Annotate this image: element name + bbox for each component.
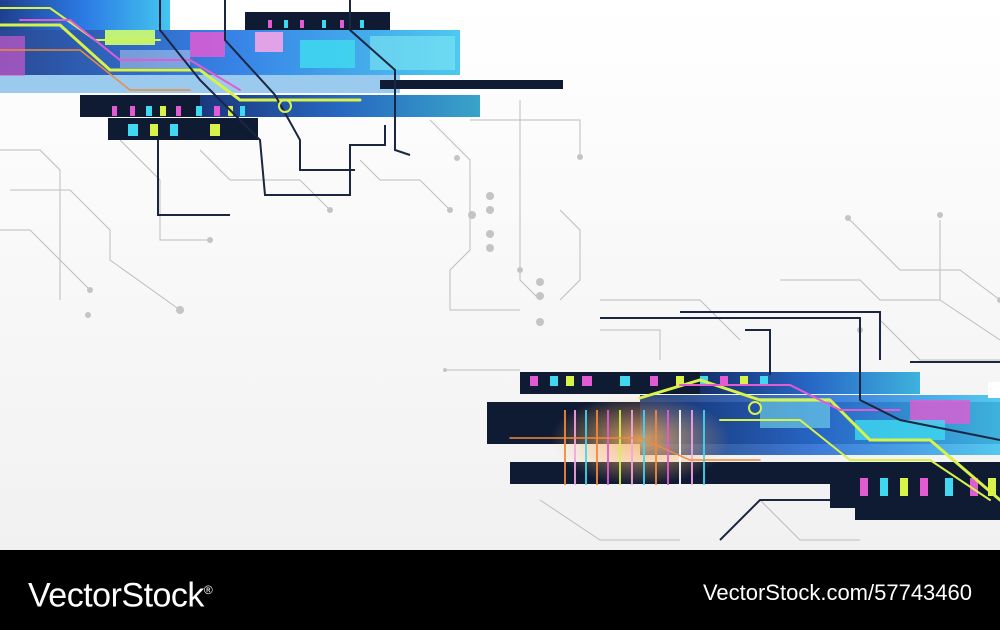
circuit-nodes <box>85 154 1000 372</box>
top-left-dark-lines <box>157 0 411 216</box>
glitch-band-bottom-right <box>487 372 1000 520</box>
circuit-traces <box>0 100 1000 541</box>
bottom-right-traces <box>509 378 1000 502</box>
brand-name: VectorStock <box>28 576 204 615</box>
image-id-text: VectorStock.com/57743460 <box>702 580 972 605</box>
brand-logo: VectorStock® <box>28 568 213 617</box>
trace-node <box>278 99 292 113</box>
top-left-traces <box>0 7 362 102</box>
watermark-bar <box>0 550 1000 630</box>
circuit-tech-artwork <box>0 0 1000 550</box>
trace-node <box>748 401 762 415</box>
bottom-right-dark-lines <box>600 311 1000 541</box>
registered-mark: ® <box>203 583 213 597</box>
